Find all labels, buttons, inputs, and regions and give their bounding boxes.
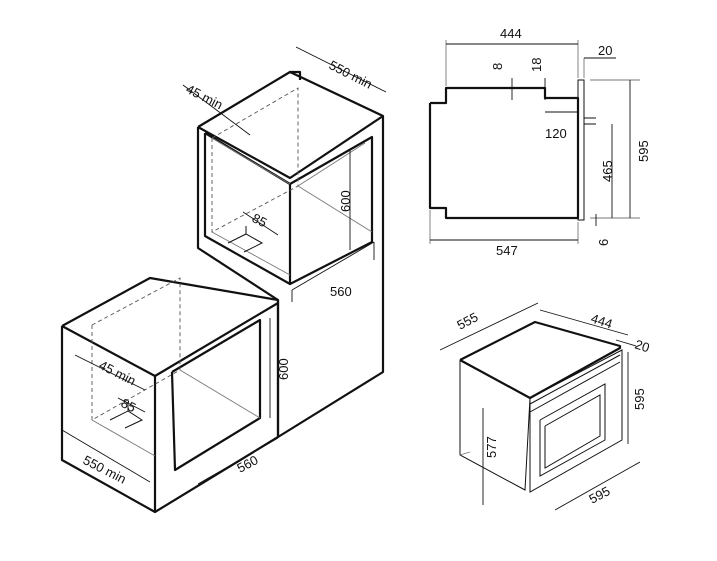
iso-555-label: 555	[454, 309, 480, 332]
oven-isometric-view	[459, 320, 623, 493]
low-cab-width-label: 560	[234, 452, 260, 475]
iso-595-h-label: 595	[632, 388, 647, 410]
side-465-label: 465	[600, 160, 615, 182]
low-cab-gap-label: 45 min	[97, 357, 139, 388]
iso-577-label: 577	[484, 436, 499, 458]
side-total-width-label: 444	[500, 26, 522, 41]
oven-side-view	[428, 40, 640, 244]
iso-dimensions	[439, 302, 641, 511]
side-gap-18-label: 18	[529, 58, 544, 72]
low-cab-depth-label: 550 min	[81, 452, 129, 486]
side-120-label: 120	[545, 126, 567, 141]
tall-cab-width-label: 560	[330, 284, 352, 299]
low-cab-height-label: 600	[276, 358, 291, 380]
iso-20-label: 20	[633, 337, 651, 356]
side-595-label: 595	[636, 140, 651, 162]
iso-595-w-label: 595	[586, 483, 612, 506]
low-cabinet-dimensions	[61, 318, 279, 485]
side-6-label: 6	[596, 239, 611, 246]
low-cabinet	[60, 276, 280, 514]
side-547-label: 547	[496, 243, 518, 258]
low-cab-vent-label: 85	[119, 395, 139, 415]
side-gap-8-label: 8	[490, 63, 505, 70]
iso-444-label: 444	[589, 311, 614, 332]
tall-cab-gap-label: 45 min	[184, 81, 226, 112]
tall-cab-depth-label: 550 min	[327, 57, 375, 91]
tall-cab-height-label: 600	[338, 190, 353, 212]
side-front-20-label: 20	[598, 43, 612, 58]
side-view-dimensions	[430, 43, 631, 241]
tall-cab-vent-label: 85	[250, 210, 270, 230]
tall-cabinet-dimensions	[182, 46, 387, 302]
tall-cabinet	[196, 70, 385, 439]
